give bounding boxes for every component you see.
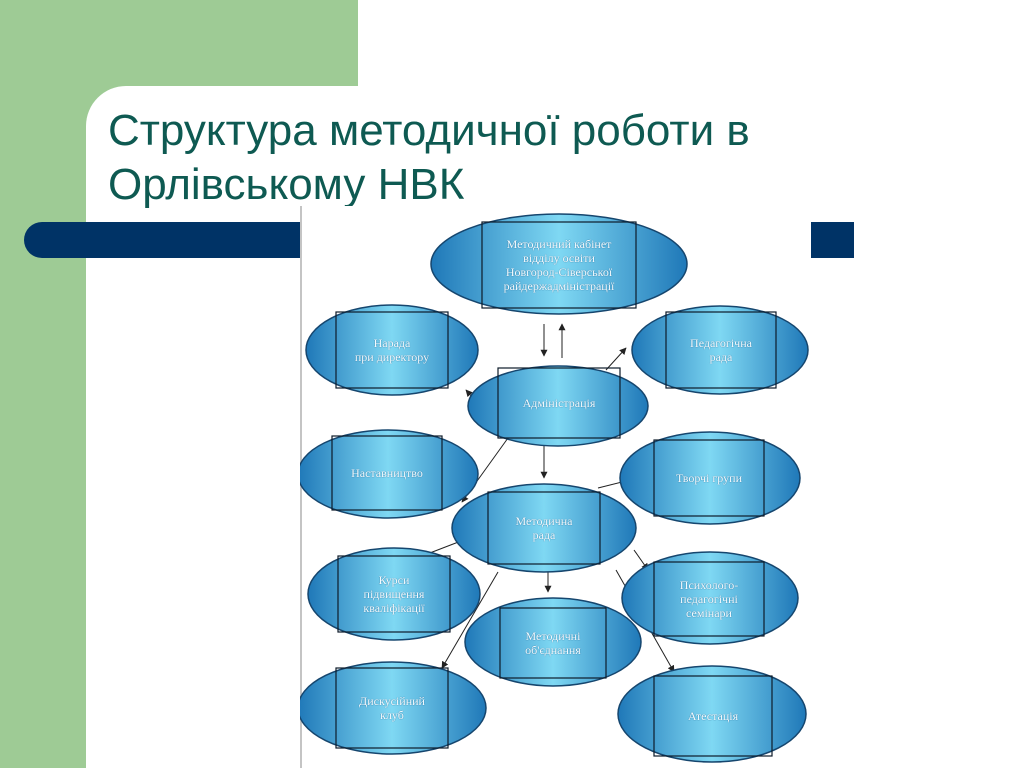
node-creative-groups-frame: [653, 439, 765, 517]
node-methodical-associations-frame: [499, 607, 607, 679]
label-psych-seminars: Психолого- педагогічні семінари: [679, 578, 739, 620]
label-discussion-club: Дискусійний клуб: [359, 694, 425, 722]
slide-title: Структура методичної роботи в Орлівськом…: [108, 106, 750, 209]
green-left-strip: [0, 0, 86, 768]
node-discussion-club-ellipse: [300, 661, 487, 755]
label-advanced-training: Курси підвищення кваліфікації: [363, 573, 425, 615]
node-attestation-ellipse: [617, 665, 807, 763]
arrow-council-to-discussion: [441, 571, 499, 669]
node-creative-groups-ellipse: [619, 431, 801, 525]
node-meeting-director-ellipse: [305, 304, 479, 396]
label-mentoring: Наставництво: [351, 466, 423, 480]
label-attestation: Атестація: [687, 709, 739, 723]
node-mentoring-ellipse: [300, 429, 479, 519]
node-methodical-cabinet-frame: [481, 221, 637, 309]
node-advanced-training-frame: [337, 555, 451, 633]
node-administration-ellipse: [467, 365, 649, 447]
node-methodical-council-frame: [487, 491, 601, 565]
node-methodical-council-ellipse: [451, 483, 637, 573]
diagram-nodes: [300, 213, 809, 763]
node-methodical-associations-ellipse: [464, 597, 642, 687]
node-administration-frame: [497, 367, 621, 439]
label-creative-groups: Творчі групи: [676, 471, 742, 485]
node-methodical-cabinet-ellipse: [430, 213, 688, 315]
node-attestation-frame: [653, 675, 773, 757]
node-meeting-director-frame: [335, 311, 449, 389]
node-mentoring-frame: [331, 435, 443, 511]
node-pedagogical-council-frame: [665, 311, 777, 389]
diagram-canvas: [300, 206, 809, 768]
node-discussion-club-frame: [335, 667, 449, 749]
label-methodical-cabinet: Методичний кабінет відділу освіти Новгор…: [503, 237, 615, 293]
node-advanced-training-ellipse: [307, 547, 481, 641]
label-administration: Адміністрація: [522, 396, 596, 410]
node-pedagogical-council-ellipse: [631, 305, 809, 395]
structure-diagram: Методичний кабінет відділу освіти Новгор…: [300, 206, 811, 768]
arrow-administration-to-pedagogical: [605, 347, 627, 371]
label-methodical-council: Методична рада: [515, 514, 573, 542]
label-methodical-associations: Методичні об'єднання: [525, 629, 581, 657]
node-psych-seminars-ellipse: [621, 551, 799, 645]
label-meeting-director: Нарада при директору: [354, 336, 430, 364]
node-psych-seminars-frame: [653, 561, 765, 637]
label-pedagogical-council: Педагогічна рада: [690, 336, 752, 364]
